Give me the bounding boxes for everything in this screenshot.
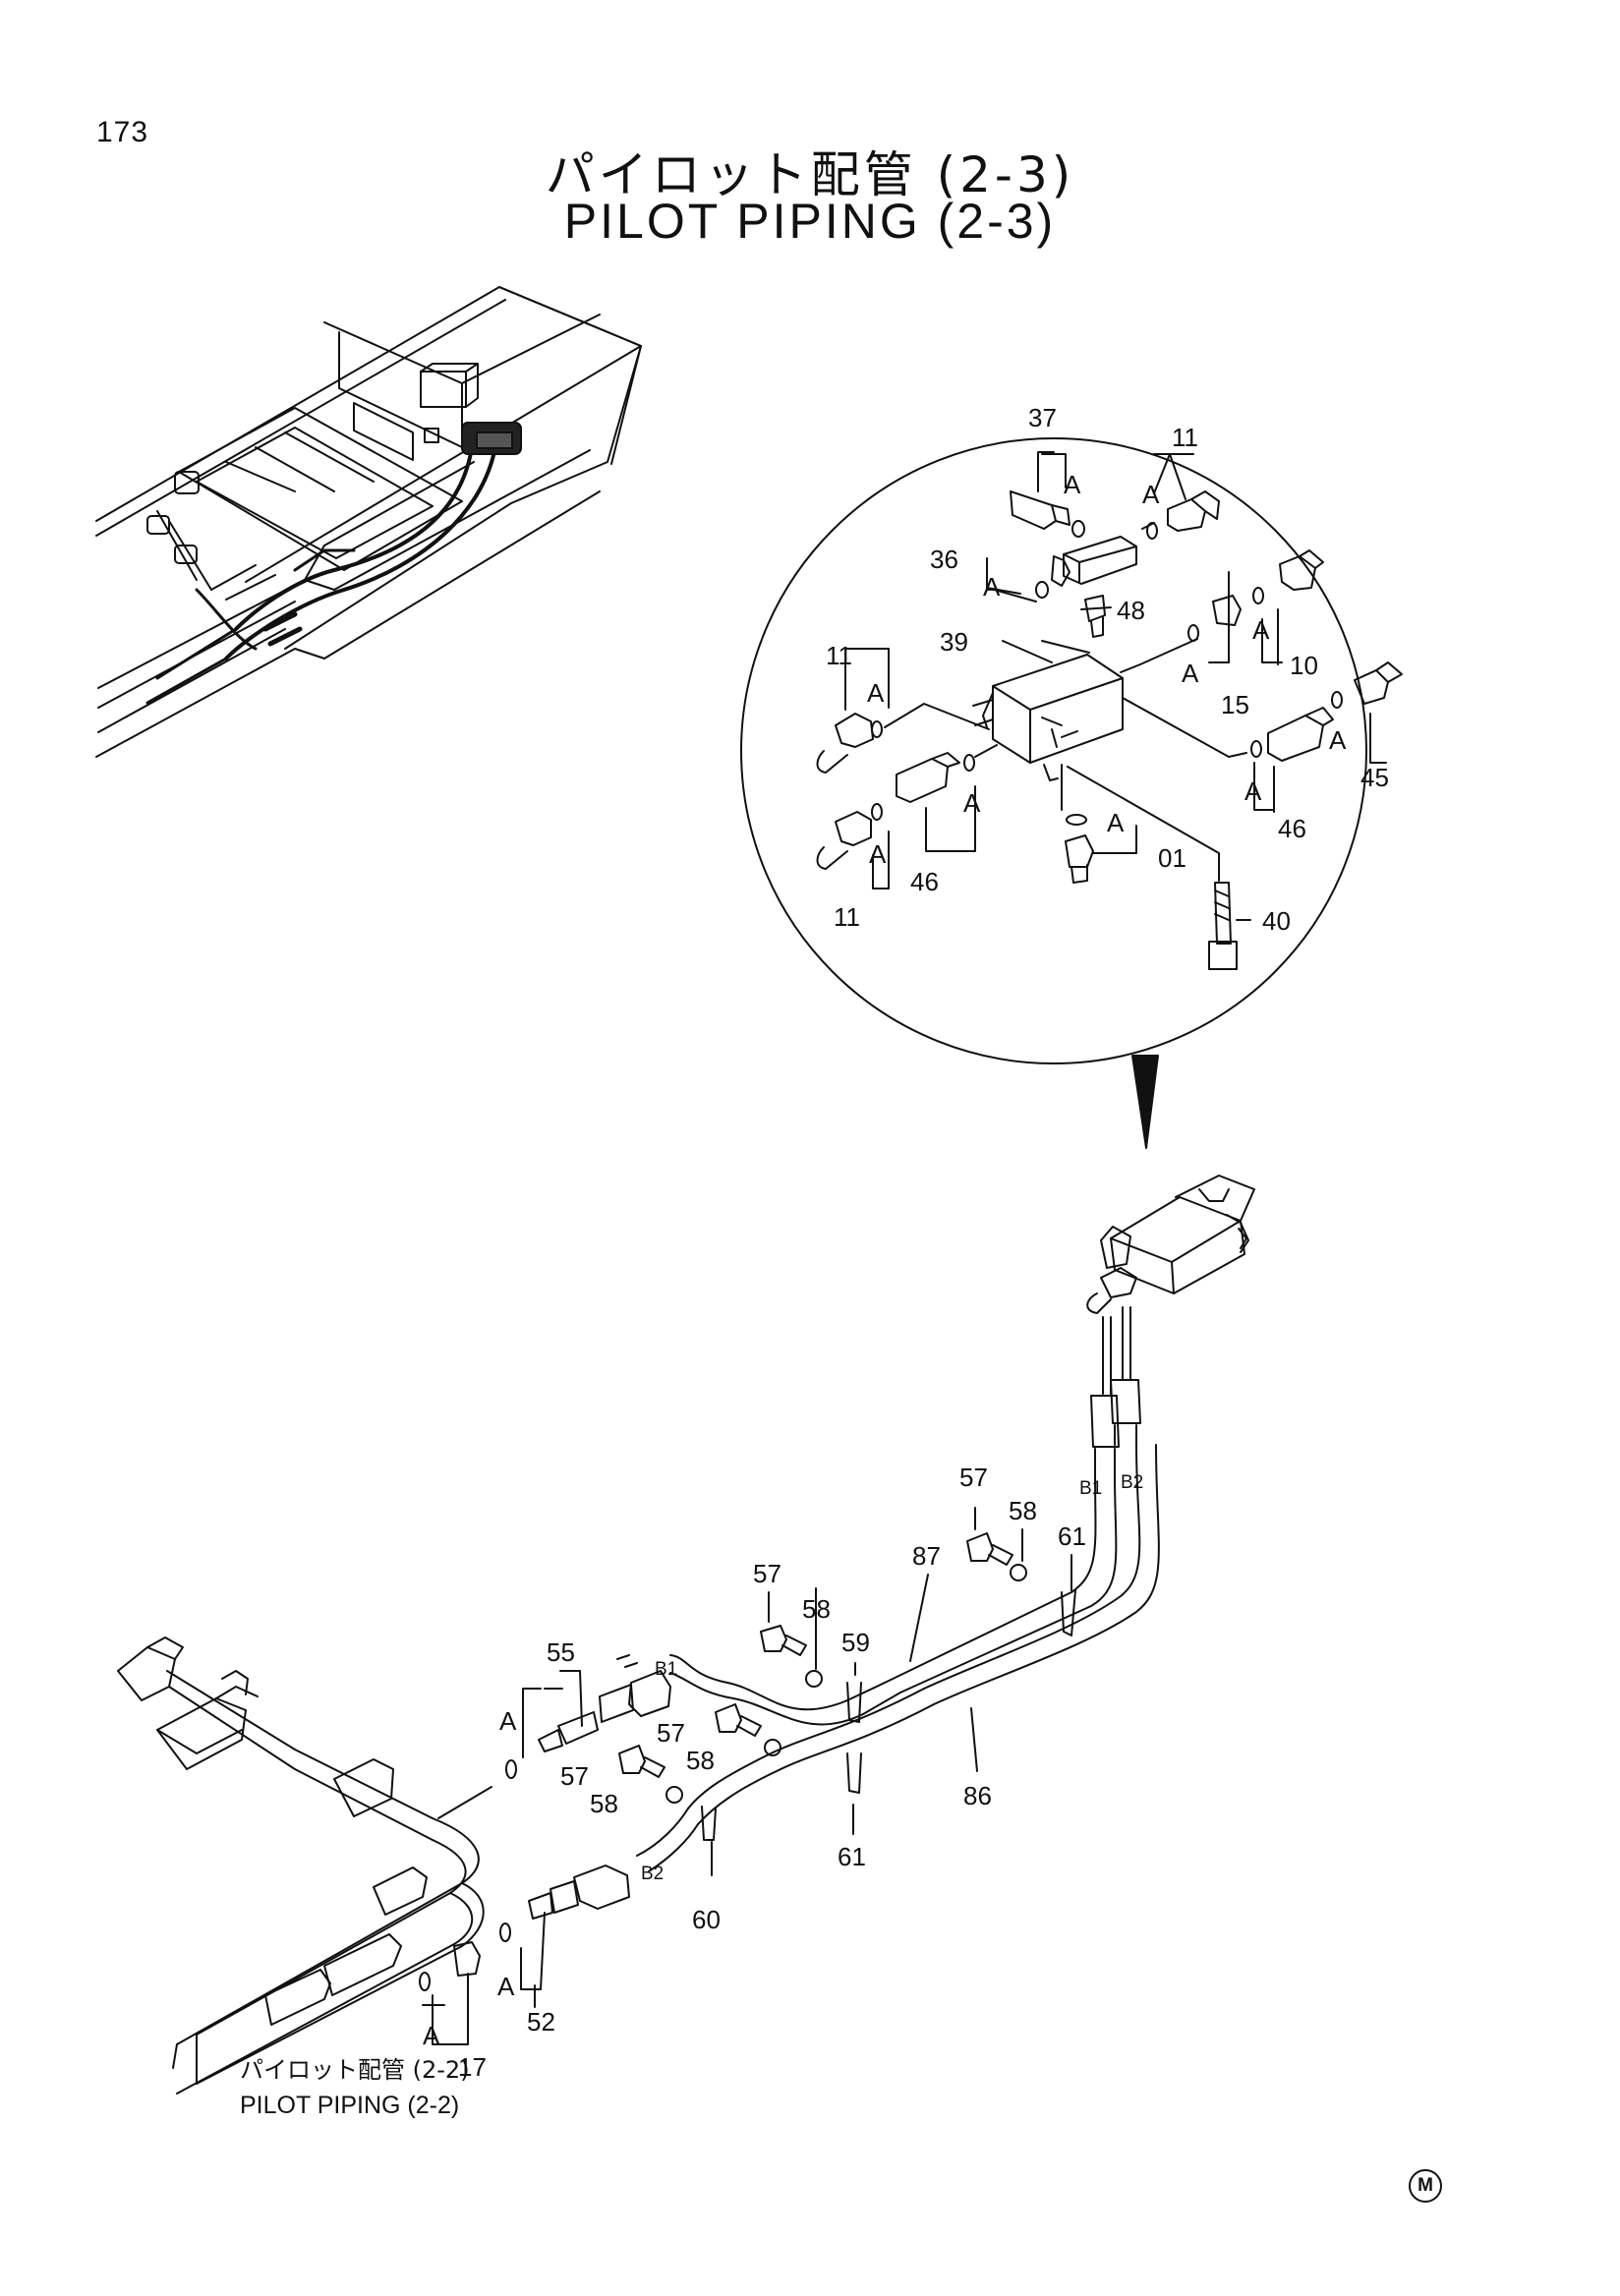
callout-a: A xyxy=(963,788,981,818)
callout-37: 37 xyxy=(1028,403,1057,432)
callout-11-top: 11 xyxy=(1172,423,1198,452)
manifold-block-39 xyxy=(972,654,1124,781)
callout-10: 10 xyxy=(1290,651,1318,680)
callout-a: A xyxy=(869,839,887,869)
callout-01: 01 xyxy=(1158,843,1186,873)
callout-61: 61 xyxy=(838,1842,866,1871)
callout-55: 55 xyxy=(547,1637,575,1667)
label-b1: B1 xyxy=(1079,1478,1102,1499)
callout-45: 45 xyxy=(1360,763,1389,792)
detail-callout-labels: 37 11 A A 36 A 48 A A 10 39 A 15 11 A A … xyxy=(826,403,1389,936)
callout-a: A xyxy=(867,678,885,708)
label-b2: B2 xyxy=(1121,1472,1143,1493)
left-pipe-structure xyxy=(117,1636,492,2095)
cross-reference-japanese: パイロット配管 (2-2) xyxy=(240,2056,470,2084)
callout-60: 60 xyxy=(692,1905,721,1934)
callout-a: A xyxy=(983,572,1001,602)
callout-58: 58 xyxy=(590,1789,618,1818)
callout-58: 58 xyxy=(1009,1496,1037,1525)
page-number: 173 xyxy=(96,116,149,148)
callout-a: A xyxy=(497,1972,515,2001)
callout-61: 61 xyxy=(1058,1521,1086,1551)
callout-59: 59 xyxy=(841,1628,870,1657)
callout-58: 58 xyxy=(686,1746,715,1775)
manufacturer-mark-icon: M xyxy=(1409,2169,1442,2203)
cross-reference-english: PILOT PIPING (2-2) xyxy=(240,2092,460,2119)
callout-36: 36 xyxy=(930,545,958,574)
label-b1: B1 xyxy=(655,1659,677,1680)
callout-11-left: 11 xyxy=(826,641,852,670)
callout-58: 58 xyxy=(802,1594,831,1624)
callout-a: A xyxy=(499,1706,517,1736)
callout-15: 15 xyxy=(1221,690,1249,719)
callout-17: 17 xyxy=(458,2052,487,2082)
callout-a: A xyxy=(423,2021,440,2050)
lower-leaders xyxy=(422,1507,1072,2045)
callout-57: 57 xyxy=(560,1761,589,1791)
callout-87: 87 xyxy=(912,1541,941,1571)
callout-57: 57 xyxy=(657,1718,685,1748)
callout-52: 52 xyxy=(527,2007,555,2037)
detail-fittings xyxy=(816,451,1403,970)
machine-frame-overview xyxy=(95,286,642,758)
pilot-hoses xyxy=(636,1306,1160,1872)
callout-86: 86 xyxy=(963,1781,992,1810)
callout-11-bottom: 11 xyxy=(834,902,860,932)
callout-a: A xyxy=(1064,470,1081,499)
cross-reference-note: パイロット配管 (2-2) PILOT PIPING (2-2) xyxy=(240,2052,470,2123)
callout-46-left: 46 xyxy=(910,867,939,896)
detail-callout-circle xyxy=(740,437,1367,1149)
page-title-japanese: パイロット配管 (2-3) xyxy=(545,146,1075,203)
callout-a: A xyxy=(1329,725,1347,755)
label-b2: B2 xyxy=(641,1864,664,1884)
callout-57: 57 xyxy=(753,1559,781,1588)
callout-a: A xyxy=(1182,659,1199,688)
callout-40: 40 xyxy=(1262,906,1291,936)
callout-57: 57 xyxy=(959,1463,988,1492)
callout-a: A xyxy=(1107,808,1125,837)
lower-callout-labels: 57 58 61 87 B1 B2 57 58 59 55 B1 A 57 58… xyxy=(423,1463,1143,2082)
page-title-english: PILOT PIPING (2-3) xyxy=(563,194,1057,249)
pilot-valve-assembly xyxy=(1086,1175,1255,1314)
callout-48: 48 xyxy=(1117,596,1145,625)
callout-46-right: 46 xyxy=(1278,814,1306,843)
callout-a: A xyxy=(1244,776,1262,806)
callout-a: A xyxy=(1142,480,1160,509)
pipe-fittings xyxy=(419,1532,1027,1991)
callout-39: 39 xyxy=(940,627,968,657)
callout-a: A xyxy=(1252,615,1270,645)
